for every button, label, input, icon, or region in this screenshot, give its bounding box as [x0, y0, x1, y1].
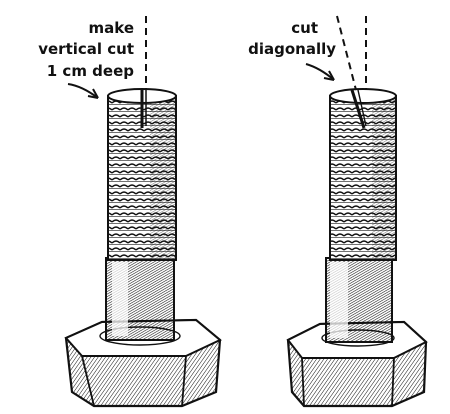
left-arrow — [67, 83, 99, 99]
left-caption-line-1: make — [89, 19, 135, 37]
right-shank — [325, 257, 393, 343]
left-caption-line-3: 1 cm deep — [47, 62, 134, 80]
right-diagonal-guide — [336, 15, 357, 91]
left-caption-line-2: vertical cut — [38, 40, 134, 58]
left-caption: make vertical cut 1 cm deep — [38, 19, 134, 80]
left-shank — [105, 257, 175, 341]
left-top-cut — [107, 88, 177, 128]
right-caption: cut diagonally — [248, 19, 336, 58]
right-caption-line-1: cut — [291, 19, 318, 37]
right-caption-line-2: diagonally — [248, 40, 336, 58]
right-threads — [329, 95, 397, 261]
right-arrow — [305, 63, 335, 81]
right-top-cut — [329, 88, 397, 129]
left-hex-head — [64, 318, 222, 408]
right-bolt: cut diagonally — [248, 15, 428, 408]
left-bolt: make vertical cut 1 cm deep — [38, 16, 222, 408]
